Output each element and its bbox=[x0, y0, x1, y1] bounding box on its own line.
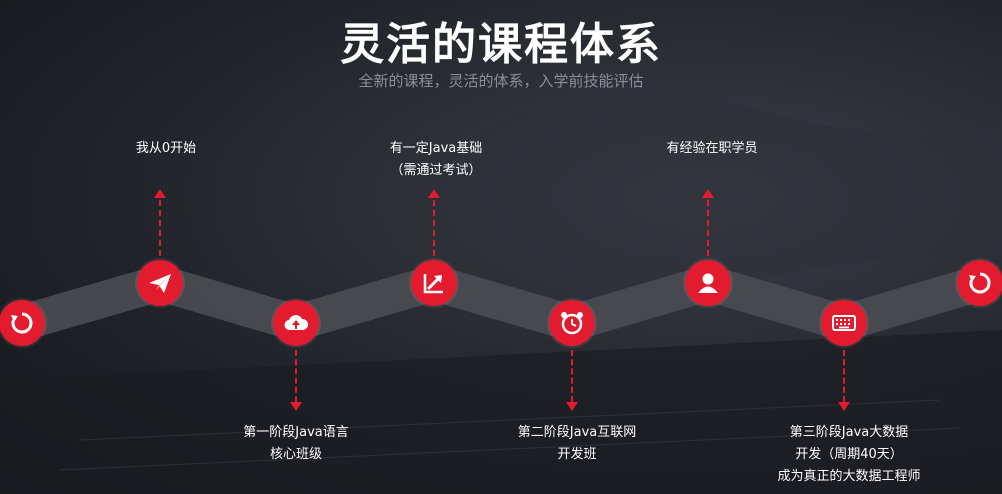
label-start-zero: 我从0开始 bbox=[66, 138, 266, 160]
page-subtitle: 全新的课程，灵活的体系，入学前技能评估 bbox=[358, 72, 644, 90]
arrow-head-stage2 bbox=[566, 402, 578, 411]
node-intermediate[interactable] bbox=[411, 260, 457, 306]
node-start[interactable] bbox=[0, 300, 45, 346]
label-java-base-line2: （需通过考试） bbox=[390, 163, 482, 178]
label-stage3-line3: 成为真正的大数据工程师 bbox=[777, 469, 921, 484]
paper-plane-icon bbox=[149, 274, 171, 293]
node-stage2[interactable] bbox=[549, 300, 595, 346]
label-stage2-line2: 开发班 bbox=[557, 447, 597, 462]
label-stage3-line2: 开发（周期40天） bbox=[795, 447, 903, 462]
label-stage3-line1: 第三阶段Java大数据 bbox=[789, 425, 909, 440]
label-java-base-line1: 有一定Java基础 bbox=[389, 141, 483, 156]
arrow-head-stage1 bbox=[290, 402, 302, 411]
label-experienced-text: 有经验在职学员 bbox=[666, 141, 758, 156]
label-stage2-line1: 第二阶段Java互联网 bbox=[517, 425, 637, 440]
label-stage2: 第二阶段Java互联网 开发班 bbox=[477, 422, 677, 466]
label-stage1: 第一阶段Java语言 核心班级 bbox=[196, 422, 396, 466]
node-end[interactable] bbox=[957, 260, 1002, 306]
arrow-line-experienced bbox=[707, 200, 711, 256]
node-beginner[interactable] bbox=[137, 260, 183, 306]
node-stage1[interactable] bbox=[273, 300, 319, 346]
arrow-head-experienced bbox=[702, 189, 714, 198]
cloud-upload-icon bbox=[284, 315, 309, 331]
arrow-line-stage1 bbox=[295, 350, 299, 402]
node-experienced[interactable] bbox=[685, 260, 731, 306]
alarm-clock-icon bbox=[561, 312, 583, 335]
label-stage1-line1: 第一阶段Java语言 bbox=[243, 425, 349, 440]
label-stage3: 第三阶段Java大数据 开发（周期40天） 成为真正的大数据工程师 bbox=[739, 422, 959, 488]
node-stage3[interactable] bbox=[821, 300, 867, 346]
page-title: 灵活的课程体系 bbox=[340, 19, 662, 70]
arrow-line-stage3 bbox=[843, 350, 847, 402]
restart-icon bbox=[11, 312, 33, 334]
trend-arrow-icon bbox=[423, 274, 443, 294]
user-icon bbox=[698, 273, 718, 293]
label-experienced: 有经验在职学员 bbox=[612, 138, 812, 160]
keyboard-icon bbox=[832, 315, 856, 331]
label-java-base: 有一定Java基础 （需通过考试） bbox=[336, 138, 536, 182]
arrow-line-stage2 bbox=[571, 350, 575, 402]
restart-icon bbox=[969, 272, 991, 294]
arrow-line-beginner bbox=[159, 200, 163, 256]
arrow-head-intermediate bbox=[428, 189, 440, 198]
label-stage1-line2: 核心班级 bbox=[269, 447, 322, 462]
arrow-head-beginner bbox=[154, 189, 166, 198]
arrow-head-stage3 bbox=[838, 402, 850, 411]
label-start-zero-text: 我从0开始 bbox=[135, 141, 197, 156]
arrow-line-intermediate bbox=[433, 200, 437, 256]
